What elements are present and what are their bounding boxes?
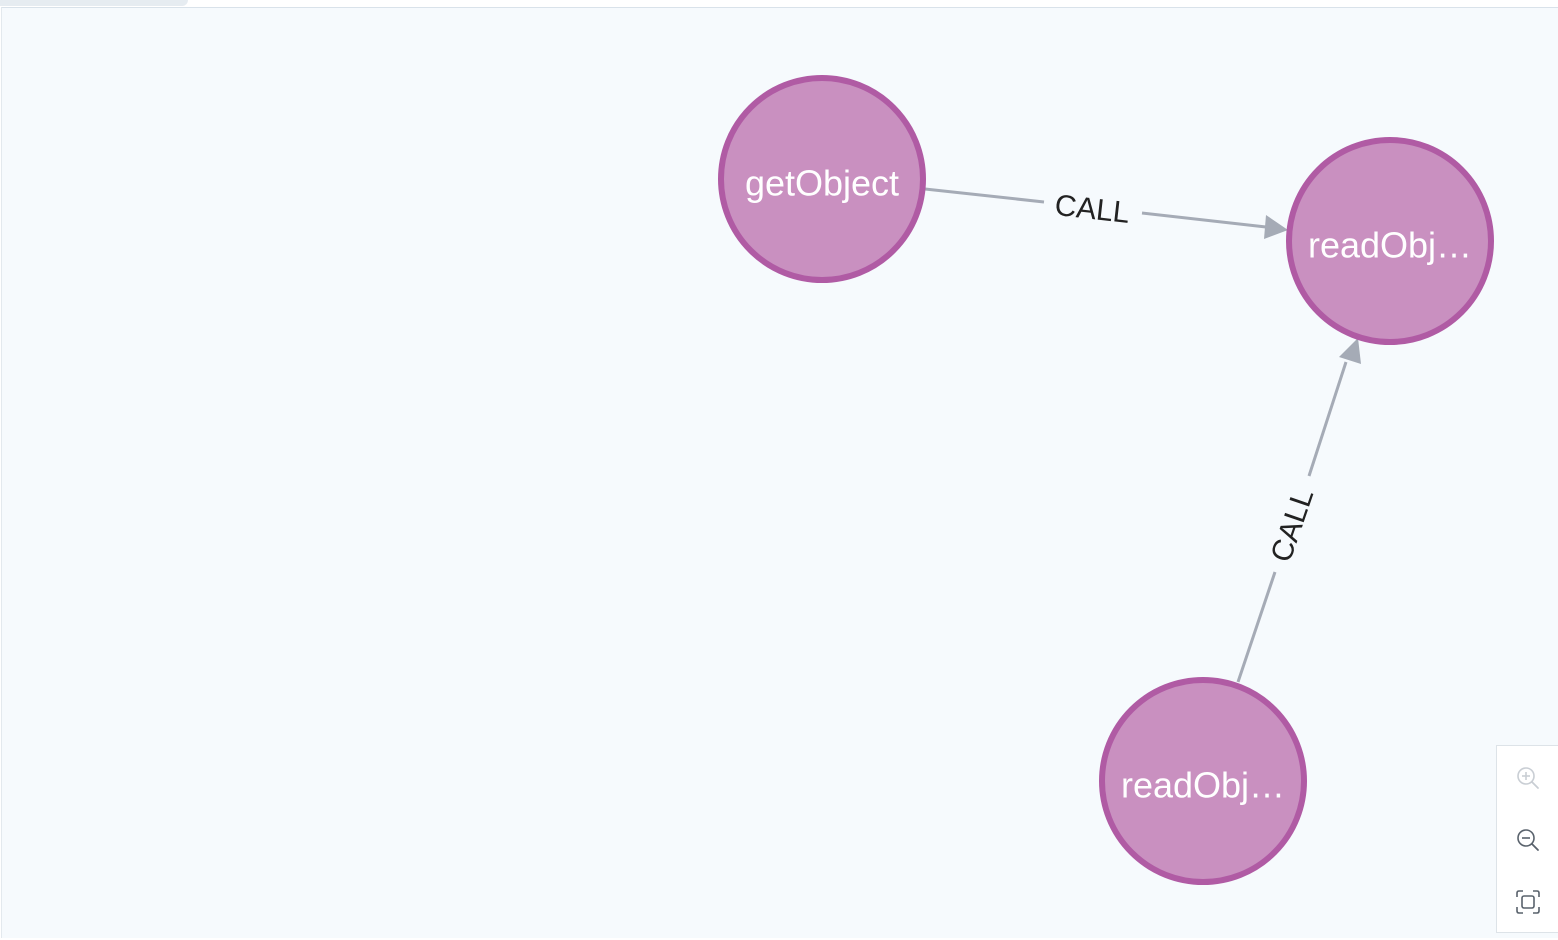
arrowhead-icon	[1339, 338, 1361, 364]
relationship-label[interactable]: CALL	[1265, 485, 1321, 567]
fit-to-screen-icon	[1516, 890, 1540, 914]
relationship-line[interactable]	[1307, 361, 1348, 477]
node-circle[interactable]	[1099, 677, 1307, 885]
node-label: readObj…	[1308, 225, 1472, 266]
top-bar	[0, 0, 1558, 7]
graph-node[interactable]: readObj…	[1286, 137, 1494, 345]
arrowhead-icon	[1264, 215, 1288, 239]
node-label: readObj…	[1121, 765, 1285, 806]
graph-node[interactable]: getObject	[718, 75, 926, 283]
zoom-out-icon	[1517, 829, 1539, 851]
relationship-label[interactable]: CALL	[1053, 189, 1131, 230]
relationship-call-1[interactable]: CALL	[924, 187, 1288, 239]
zoom-controls	[1496, 745, 1558, 933]
relationship-call-2[interactable]: CALL	[1236, 338, 1361, 683]
fit-to-screen-button[interactable]	[1497, 872, 1558, 932]
relationship-line[interactable]	[924, 187, 1045, 204]
relationship-line[interactable]	[1236, 571, 1277, 683]
zoom-in-button[interactable]	[1497, 748, 1558, 808]
graph-node[interactable]: readObj…	[1099, 677, 1307, 885]
relationship-line[interactable]	[1141, 211, 1267, 229]
node-label: getObject	[745, 163, 899, 204]
zoom-in-icon	[1517, 767, 1539, 789]
zoom-out-button[interactable]	[1497, 810, 1558, 870]
result-tab[interactable]	[0, 0, 188, 6]
node-circle[interactable]	[718, 75, 926, 283]
node-circle[interactable]	[1286, 137, 1494, 345]
